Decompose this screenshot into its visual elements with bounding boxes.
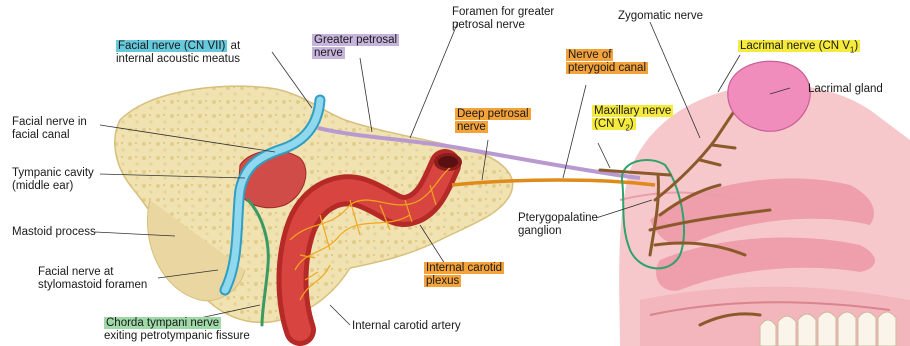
label-greater-petrosal-nerve: Greater petrosal (312, 34, 399, 47)
label-pterygopalatine-ganglion-2: ganglion (518, 225, 561, 238)
label-chorda-tympani-2: exiting petrotympanic fissure (104, 330, 250, 343)
label-internal-carotid-artery: Internal carotid artery (352, 320, 461, 333)
label-nerve-pterygoid-canal: Nerve of (566, 49, 613, 62)
label-internal-carotid-plexus: Internal carotid (424, 262, 504, 275)
label-mastoid-process: Mastoid process (12, 226, 96, 239)
label-tympanic-cavity: Tympanic cavity (12, 167, 94, 180)
label-deep-petrosal-nerve: Deep petrosal (455, 108, 531, 121)
label-deep-petrosal-nerve-2: nerve (455, 121, 488, 134)
label-foramen-greater-petrosal: Foramen for greater (452, 6, 554, 19)
label-zygomatic-nerve: Zygomatic nerve (618, 10, 703, 23)
label-maxillary-nerve-2: (CN V2) (592, 118, 636, 131)
label-chorda-tympani: Chorda tympani nerve (104, 317, 221, 330)
label-foramen-greater-petrosal-2: petrosal nerve (452, 19, 525, 32)
label-facial-nerve-canal: Facial nerve in (12, 116, 87, 129)
label-greater-petrosal-nerve-2: nerve (312, 47, 345, 60)
label-stylomastoid-foramen: Facial nerve at (38, 266, 113, 279)
label-nerve-pterygoid-canal-2: pterygoid canal (566, 62, 648, 75)
label-facial-nerve-cn7: Facial nerve (CN VII) at (116, 40, 240, 53)
label-tympanic-cavity-2: (middle ear) (12, 180, 73, 193)
label-lacrimal-nerve: Lacrimal nerve (CN V1) (738, 40, 860, 53)
lacrimal-gland-icon (728, 61, 810, 131)
label-lacrimal-gland: Lacrimal gland (808, 83, 883, 96)
label-internal-acoustic-meatus: internal acoustic meatus (116, 53, 240, 66)
label-facial-nerve-canal-2: facial canal (12, 129, 70, 142)
label-pterygopalatine-ganglion: Pterygopalatine (518, 212, 598, 225)
label-internal-carotid-plexus-2: plexus (424, 275, 461, 288)
label-maxillary-nerve: Maxillary nerve (592, 105, 673, 118)
label-stylomastoid-foramen-2: stylomastoid foramen (38, 279, 147, 292)
